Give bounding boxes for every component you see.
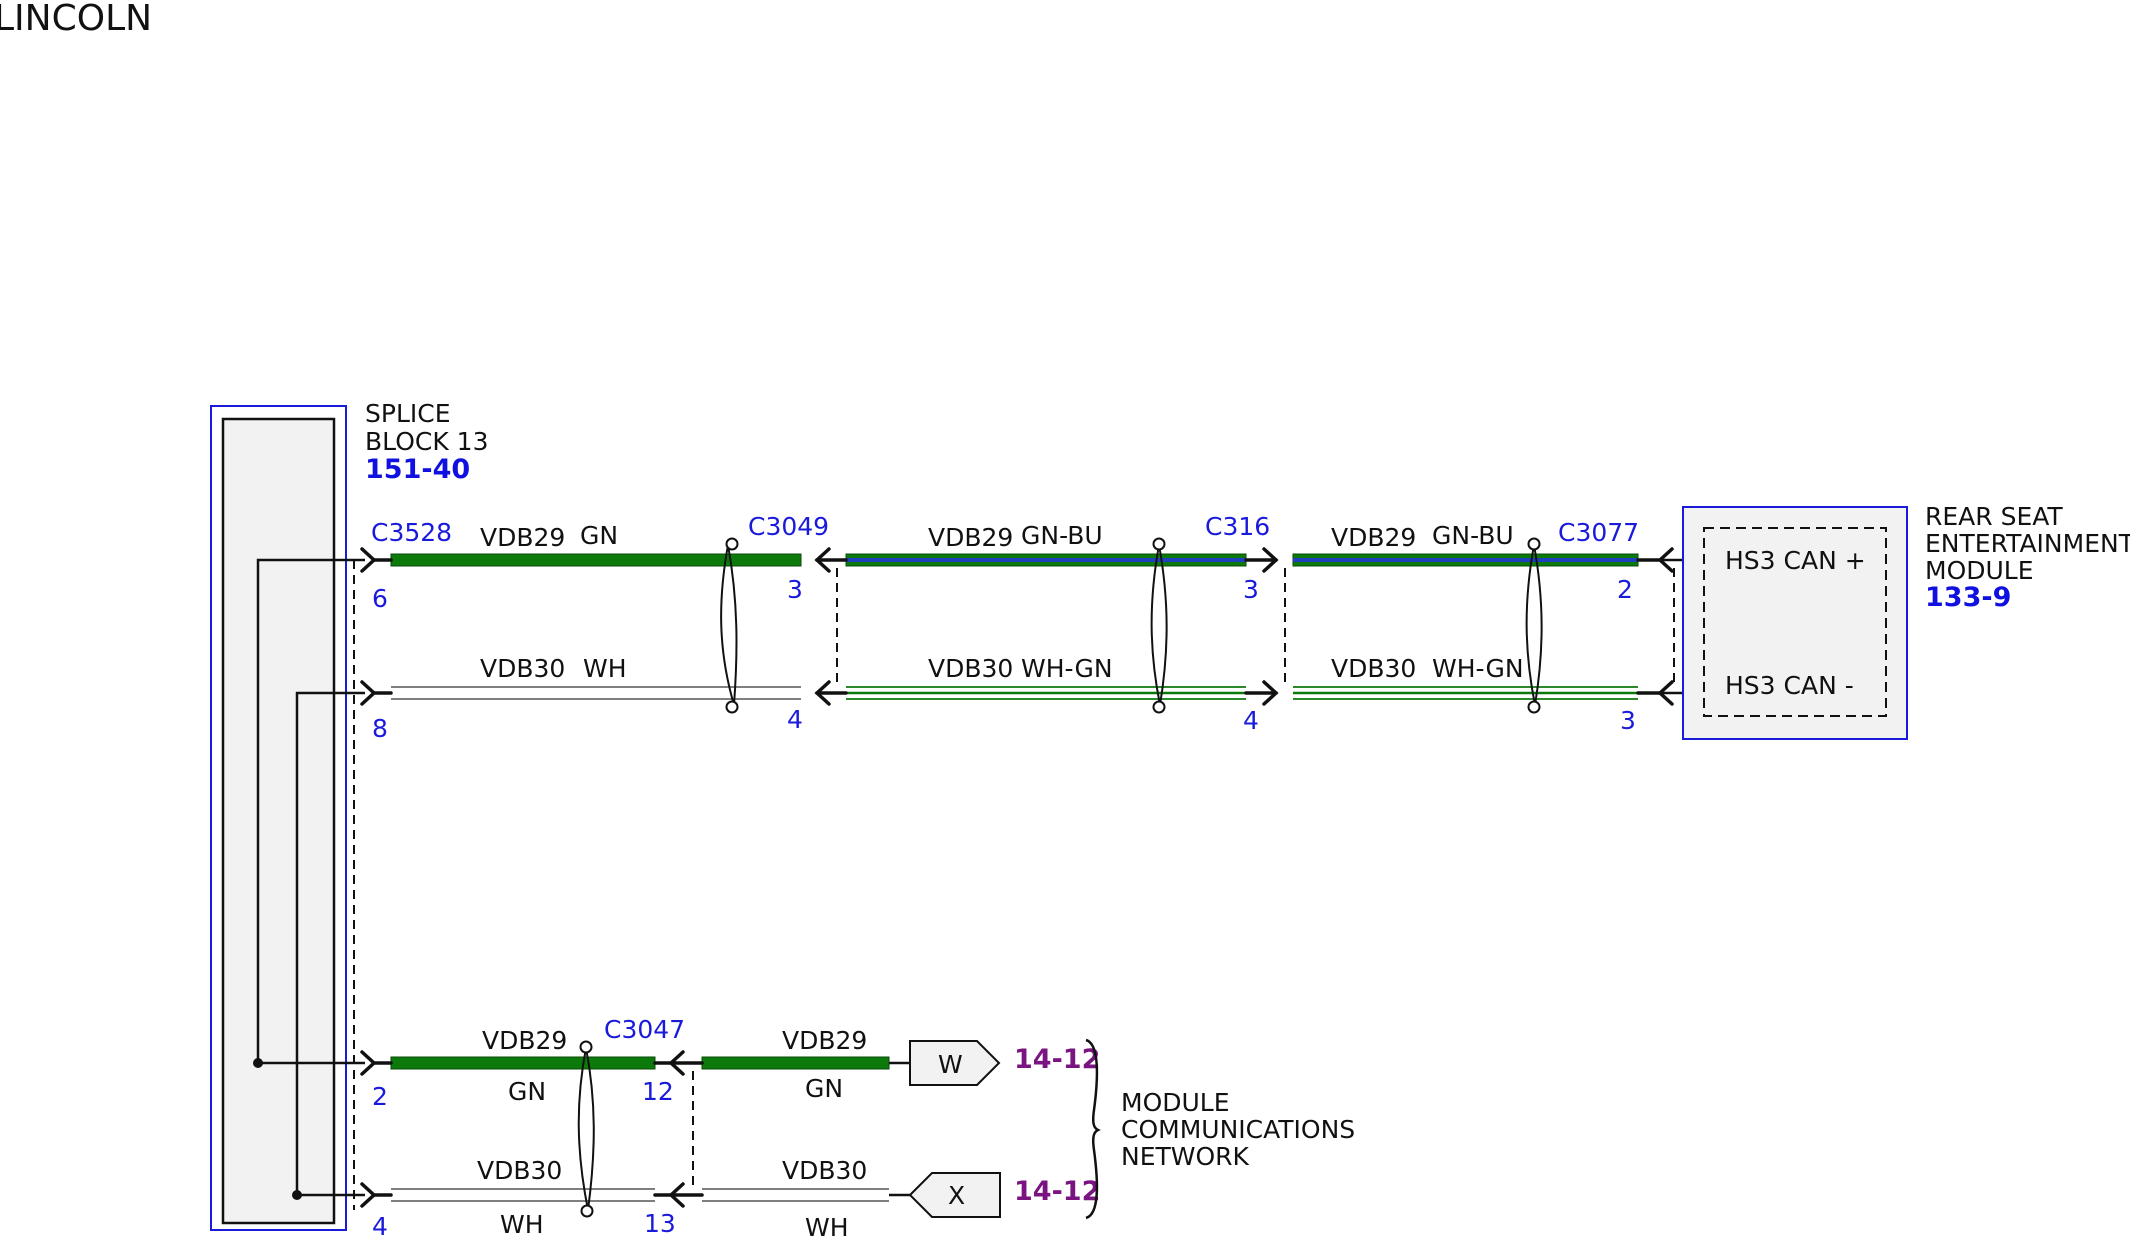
wire-vdb30-wh-gn[interactable] <box>846 686 1246 700</box>
c316-pin-3: 3 <box>1243 575 1259 604</box>
wire-label-circuit: VDB30 <box>1331 654 1416 683</box>
wire-label-color: WH-GN <box>1021 654 1113 683</box>
wire-label-color: WH <box>805 1213 849 1237</box>
twisted-pair-symbol <box>1150 537 1168 714</box>
wire-vdb29-gn-bu[interactable] <box>1292 553 1639 567</box>
module-pin-hs3-can-plus: HS3 CAN + <box>1725 546 1866 575</box>
offpage-letter-w: W <box>938 1050 963 1079</box>
twisted-pair-symbol <box>720 537 739 714</box>
wire-vdb29-gn-bu[interactable] <box>845 553 1247 567</box>
wire-label-color: WH-GN <box>1432 654 1524 683</box>
network-label-1: MODULE <box>1121 1088 1230 1117</box>
offpage-connector-w[interactable] <box>909 1040 1001 1086</box>
twisted-pair-symbol <box>577 1040 595 1218</box>
wire-vdb29-gn[interactable] <box>390 1056 656 1070</box>
splice-block-body <box>221 417 336 1225</box>
wire-label-circuit: VDB29 <box>482 1026 567 1055</box>
splice-block-ref[interactable]: 151-40 <box>365 454 470 485</box>
c3077-pin-2: 2 <box>1617 575 1633 604</box>
module-label-2: ENTERTAINMENT <box>1925 529 2130 558</box>
module-internal-box <box>1703 527 1887 717</box>
offpage-ref-w[interactable]: 14-12 <box>1014 1044 1100 1075</box>
twisted-pair-symbol <box>1525 537 1543 714</box>
wire-label-circuit: VDB29 <box>1331 523 1416 552</box>
connector-terminals <box>360 547 1674 706</box>
c3049-name[interactable]: C3049 <box>748 512 829 541</box>
c3047-name[interactable]: C3047 <box>604 1015 685 1044</box>
wire-vdb29-gn[interactable] <box>701 1056 890 1070</box>
wire-label-circuit: VDB29 <box>782 1026 867 1055</box>
splice-bus <box>256 558 365 1197</box>
wire-label-circuit: VDB30 <box>782 1156 867 1185</box>
wire-label-color: GN-BU <box>1021 521 1103 550</box>
c3528-pin-6: 6 <box>372 584 388 613</box>
wire-label-circuit: VDB30 <box>480 654 565 683</box>
module-outline <box>1682 506 1908 740</box>
c3528-pin-4: 4 <box>372 1212 388 1237</box>
connector-housing-lines <box>836 568 1675 688</box>
c3528-pin-8: 8 <box>372 714 388 743</box>
wire-label-circuit: VDB29 <box>480 523 565 552</box>
c3047-pin-13: 13 <box>644 1209 676 1237</box>
c3047-pin-12: 12 <box>642 1077 674 1106</box>
wire-label-color: GN-BU <box>1432 521 1514 550</box>
splice-block-13[interactable] <box>210 405 365 1231</box>
module-label-1: REAR SEAT <box>1925 502 2063 531</box>
network-brace <box>1085 1038 1101 1220</box>
c3049-pin-3: 3 <box>787 575 803 604</box>
wire-vdb30-wh[interactable] <box>702 1188 889 1202</box>
wire-label-circuit: VDB30 <box>477 1156 562 1185</box>
c3077-pin-3: 3 <box>1620 706 1636 735</box>
offpage-connector-x[interactable] <box>908 1172 1001 1218</box>
rear-seat-entertainment-module[interactable] <box>1682 506 1908 740</box>
wire-vdb30-wh[interactable] <box>391 1188 655 1202</box>
splice-block-label-2: BLOCK 13 <box>365 427 488 456</box>
brand-title: LINCOLN <box>0 0 152 39</box>
splice-block-outline <box>210 405 347 1231</box>
splice-block-label-1: SPLICE <box>365 399 451 428</box>
offpage-ref-x[interactable]: 14-12 <box>1014 1176 1100 1207</box>
splice-node <box>292 1190 302 1200</box>
network-label-3: NETWORK <box>1121 1142 1250 1171</box>
wire-label-circuit: VDB29 <box>928 523 1013 552</box>
wire-vdb29-gn[interactable] <box>390 553 802 567</box>
splice-node <box>253 1058 263 1068</box>
c3528-name[interactable]: C3528 <box>371 518 452 547</box>
c316-pin-4: 4 <box>1243 706 1259 735</box>
wire-label-color: WH <box>583 654 627 683</box>
wire-label-color: WH <box>500 1210 544 1237</box>
wire-vdb30-wh-gn[interactable] <box>1293 686 1638 700</box>
wire-label-color: GN <box>508 1077 546 1106</box>
module-pin-hs3-can-minus: HS3 CAN - <box>1725 671 1854 700</box>
connector-terminals <box>360 1050 704 1208</box>
c3077-name[interactable]: C3077 <box>1558 518 1639 547</box>
wire-label-color: GN <box>805 1074 843 1103</box>
offpage-letter-x: X <box>948 1181 965 1210</box>
c3528-pin-2: 2 <box>372 1082 388 1111</box>
network-label-2: COMMUNICATIONS <box>1121 1115 1355 1144</box>
wire-label-color: GN <box>580 521 618 550</box>
module-label-3: MODULE <box>1925 556 2034 585</box>
module-ref[interactable]: 133-9 <box>1925 582 2011 613</box>
wire-label-circuit: VDB30 <box>928 654 1013 683</box>
c316-name[interactable]: C316 <box>1205 512 1270 541</box>
wire-vdb30-wh[interactable] <box>391 686 801 700</box>
c3049-pin-4: 4 <box>787 705 803 734</box>
